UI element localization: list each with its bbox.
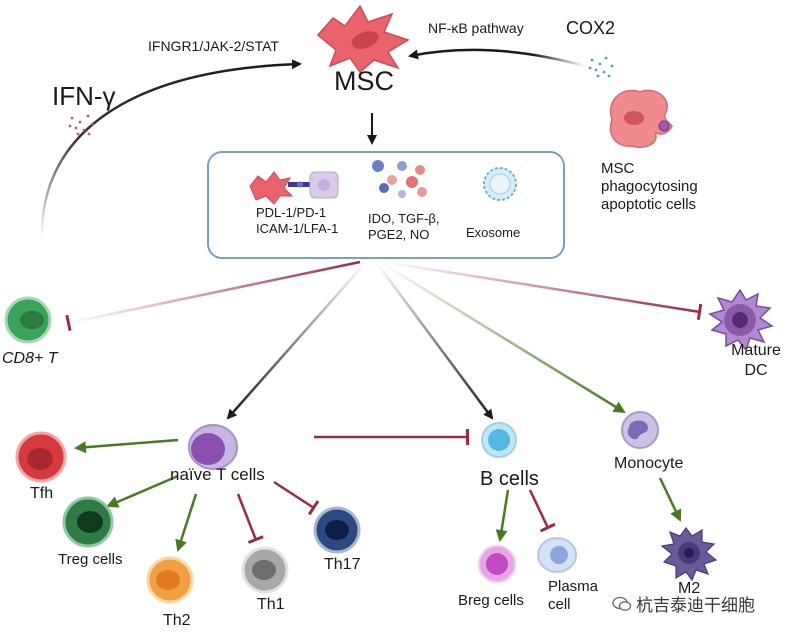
treg-label: Treg cells [58, 551, 123, 568]
monocyte-label: Monocyte [614, 455, 684, 472]
pdl1-label-line1: PDL-1/PD-1 [256, 205, 327, 220]
th2-cell-icon [146, 556, 194, 604]
plasma-label-line2: cell [548, 596, 571, 613]
to-b-cells-arrow [374, 261, 494, 420]
plasma-cell-icon [537, 537, 577, 573]
cox2-arrow [408, 48, 586, 68]
mature-dc-label-line2: DC [744, 362, 768, 379]
m2-label: M2 [678, 580, 701, 597]
breg-label: Breg cells [458, 592, 524, 609]
mature-dc-icon [708, 288, 774, 352]
exosome-label: Exosome [466, 225, 521, 240]
th17-label: Th17 [324, 556, 361, 573]
monocyte-icon [621, 411, 659, 449]
breg-cell-icon [478, 545, 516, 583]
cox2-dots-icon [588, 56, 614, 78]
wechat-icon [612, 596, 632, 611]
to-monocyte-arrow [379, 260, 626, 414]
cox2-label: COX2 [566, 18, 616, 38]
inhibit-th17-line [273, 480, 320, 516]
b-cells-label: B cells [480, 468, 539, 490]
inhibit-th1-line [236, 493, 264, 544]
plasma-label-line1: Plasma [548, 578, 599, 595]
inhibit-cd8-line [65, 260, 361, 332]
m2-macrophage-icon [660, 527, 718, 582]
naive-t-cells-label: naïve T cells [170, 465, 265, 484]
ido-label-line1: IDO, TGF-β, [368, 211, 440, 226]
pdl1-label-line2: ICAM-1/LFA-1 [256, 221, 339, 236]
msc-phago-label-line3: apoptotic cells [601, 196, 697, 213]
to-tfh-arrow [74, 438, 179, 454]
naive-t-cell-icon [188, 424, 238, 470]
th17-cell-icon [313, 506, 361, 554]
mature-dc-label-line1: Mature [731, 342, 781, 359]
cell-contact-icon [249, 171, 339, 205]
ifngr-pathway-label: IFNGR1/JAK-2/STAT [148, 38, 279, 54]
msc-label: MSC [334, 66, 394, 96]
treg-cell-icon [62, 496, 114, 548]
ifn-gamma-label: IFN-γ [52, 81, 116, 111]
mechanisms-box [207, 151, 565, 259]
exosome-icon [483, 167, 517, 201]
cd8-t-cell-icon [4, 296, 52, 344]
tfh-label: Tfh [30, 485, 54, 502]
soluble-factors-icon [372, 160, 427, 198]
th1-cell-icon [241, 546, 289, 594]
watermark-text: 杭吉泰迪干细胞 [636, 596, 755, 615]
ifn-gamma-dots-icon [68, 114, 94, 136]
watermark: 杭吉泰迪干细胞 [612, 591, 755, 616]
tfh-cell-icon [15, 431, 67, 483]
msc-phago-label-line2: phagocytosing [601, 178, 698, 195]
to-treg-arrow [106, 474, 179, 508]
ido-label-line2: PGE2, NO [368, 227, 430, 242]
msc-phago-label-line1: MSC [601, 160, 635, 177]
msc-phagocytosing-cell-icon [609, 89, 673, 148]
b-cell-icon [481, 422, 517, 458]
to-m2-arrow [658, 477, 682, 522]
to-naive-t-arrow [226, 261, 367, 420]
cd8-t-label: CD8+ T [2, 350, 58, 367]
inhibit-plasma-line [528, 489, 556, 533]
th1-label: Th1 [257, 596, 285, 613]
nfkb-pathway-label: NF-κB pathway [428, 20, 524, 36]
to-breg-arrow [495, 489, 510, 542]
th2-label: Th2 [163, 612, 191, 629]
inhibit-dc-line [383, 260, 703, 321]
ifn-gamma-arrow [40, 59, 302, 239]
msc-cell-icon [316, 4, 410, 74]
to-th2-arrow [175, 493, 198, 552]
